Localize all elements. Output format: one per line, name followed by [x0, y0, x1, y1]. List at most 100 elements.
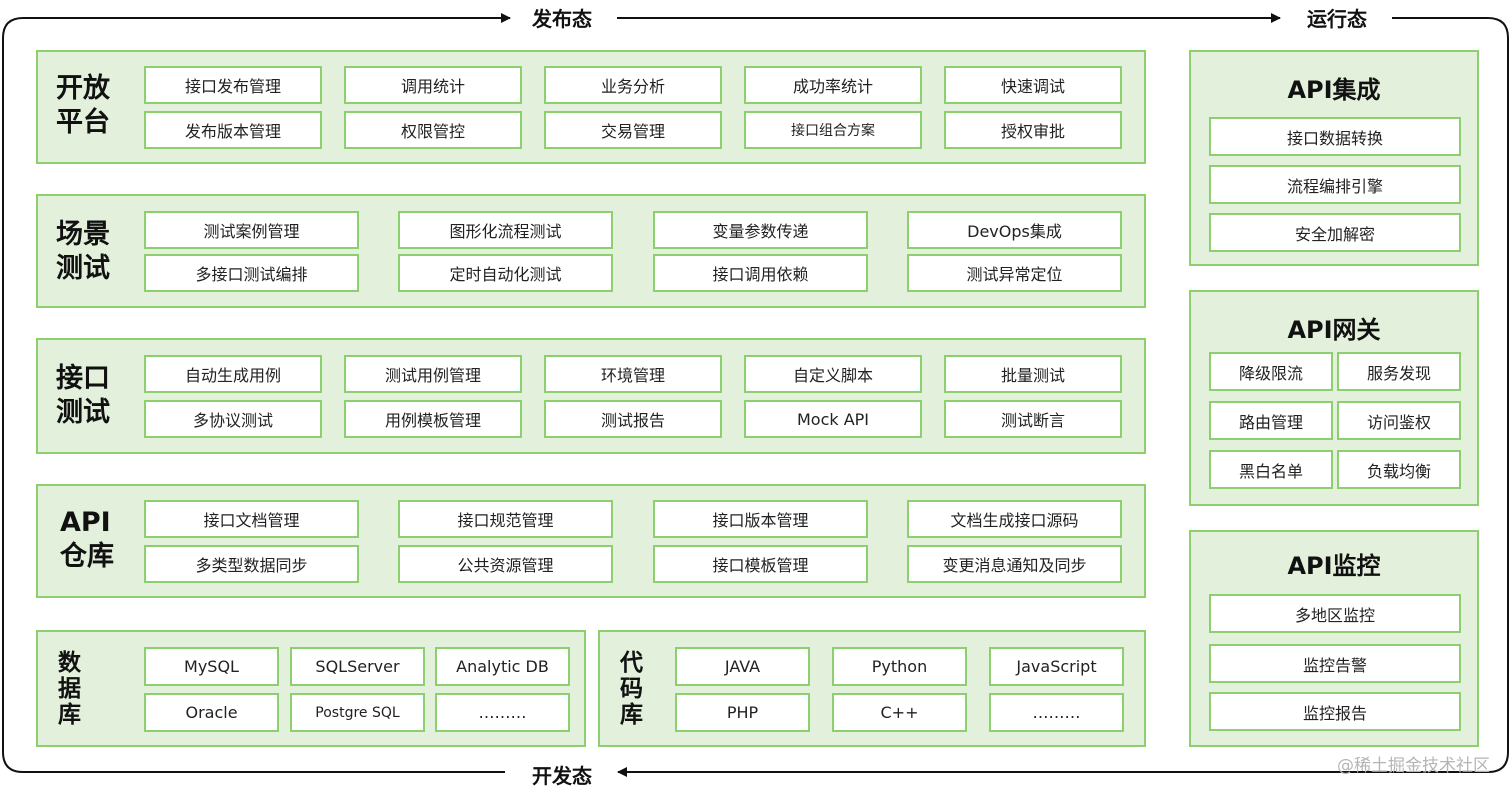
section-title-char: 据 [58, 676, 81, 702]
section-title: API监控 [1287, 552, 1381, 580]
feature-box: 成功率统计 [744, 66, 922, 104]
feature-box: 接口文档管理 [144, 500, 359, 538]
feature-box: 接口规范管理 [398, 500, 613, 538]
language-box: Python [832, 647, 967, 686]
watermark: @稀土掘金技术社区 [1337, 756, 1490, 776]
database-box: ……… [435, 693, 570, 732]
feature-box: 安全加解密 [1209, 213, 1461, 252]
language-box: PHP [675, 693, 810, 732]
section-title: 代 码 库 [620, 650, 643, 728]
feature-box: 公共资源管理 [398, 545, 613, 583]
section-title-char: 码 [620, 676, 643, 702]
feature-box: 授权审批 [944, 111, 1122, 149]
section-scenario-test: 场景 测试 测试案例管理 图形化流程测试 变量参数传递 DevOps集成 多接口… [36, 194, 1146, 308]
feature-box: 服务发现 [1337, 352, 1461, 391]
feature-box: Mock API [744, 400, 922, 438]
section-api-integration: API集成 接口数据转换 流程编排引擎 安全加解密 [1189, 50, 1479, 266]
section-title: 数 据 库 [58, 650, 81, 728]
section-title: API 仓库 [60, 506, 114, 574]
language-box: JavaScript [989, 647, 1124, 686]
feature-box: 多地区监控 [1209, 594, 1461, 633]
feature-box: 接口版本管理 [653, 500, 868, 538]
feature-box: 测试异常定位 [907, 254, 1122, 292]
feature-box: 自动生成用例 [144, 355, 322, 393]
section-title-line-1: 接口 [56, 363, 110, 394]
feature-box: 批量测试 [944, 355, 1122, 393]
database-box: SQLServer [290, 647, 425, 686]
feature-box: 黑白名单 [1209, 450, 1333, 489]
section-title-line-2: 测试 [56, 397, 110, 428]
feature-box: DevOps集成 [907, 211, 1122, 249]
section-title: API集成 [1287, 76, 1381, 104]
section-title: API网关 [1287, 316, 1381, 344]
feature-box: 接口模板管理 [653, 545, 868, 583]
section-interface-test: 接口 测试 自动生成用例 测试用例管理 环境管理 自定义脚本 批量测试 多协议测… [36, 338, 1146, 454]
flow-line-left [2, 50, 505, 773]
section-title-line-2: 平台 [56, 107, 110, 138]
feature-box: 监控报告 [1209, 692, 1461, 731]
runtime-state-label: 运行态 [1290, 5, 1384, 33]
database-box: MySQL [144, 647, 279, 686]
feature-box: 快速调试 [944, 66, 1122, 104]
section-title: 开放 平台 [56, 72, 110, 140]
feature-box: 环境管理 [544, 355, 722, 393]
section-title-char: 库 [58, 702, 81, 728]
section-api-monitor: API监控 多地区监控 监控告警 监控报告 [1189, 530, 1479, 747]
feature-box: 业务分析 [544, 66, 722, 104]
feature-box: 文档生成接口源码 [907, 500, 1122, 538]
feature-box: 测试案例管理 [144, 211, 359, 249]
feature-box: 权限管控 [344, 111, 522, 149]
section-title-line-2: 测试 [56, 253, 110, 284]
language-box: JAVA [675, 647, 810, 686]
feature-box: 交易管理 [544, 111, 722, 149]
feature-box: 多接口测试编排 [144, 254, 359, 292]
section-title-line-2: 仓库 [60, 541, 114, 572]
section-title: 接口 测试 [56, 362, 110, 430]
database-box: Analytic DB [435, 647, 570, 686]
feature-box: 路由管理 [1209, 401, 1333, 440]
feature-box: 用例模板管理 [344, 400, 522, 438]
feature-box: 图形化流程测试 [398, 211, 613, 249]
section-code-repository: 代 码 库 JAVA Python JavaScript PHP C++ ……… [598, 630, 1146, 747]
feature-box: 调用统计 [344, 66, 522, 104]
flow-line-right [700, 17, 1509, 773]
flow-arrow-to-publish [2, 13, 511, 50]
feature-box: 接口组合方案 [744, 111, 922, 149]
language-box: C++ [832, 693, 967, 732]
section-api-repository: API 仓库 接口文档管理 接口规范管理 接口版本管理 文档生成接口源码 多类型… [36, 484, 1146, 598]
section-open-platform: 开放 平台 接口发布管理 调用统计 业务分析 成功率统计 快速调试 发布版本管理… [36, 50, 1146, 164]
section-title-char: 数 [58, 650, 81, 676]
section-title-line-1: 开放 [56, 73, 110, 104]
feature-box: 接口数据转换 [1209, 117, 1461, 156]
section-title-char: 库 [620, 702, 643, 728]
section-title-line-1: API [60, 507, 111, 538]
feature-box: 接口调用依赖 [653, 254, 868, 292]
feature-box: 测试断言 [944, 400, 1122, 438]
section-title: 场景 测试 [56, 218, 110, 286]
feature-box: 接口发布管理 [144, 66, 322, 104]
feature-box: 多协议测试 [144, 400, 322, 438]
feature-box: 降级限流 [1209, 352, 1333, 391]
database-box: Postgre SQL [290, 693, 425, 732]
feature-box: 定时自动化测试 [398, 254, 613, 292]
database-box: Oracle [144, 693, 279, 732]
publish-state-label: 发布态 [518, 5, 606, 33]
feature-box: 访问鉴权 [1337, 401, 1461, 440]
feature-box: 监控告警 [1209, 644, 1461, 683]
develop-state-label: 开发态 [518, 762, 606, 790]
feature-box: 发布版本管理 [144, 111, 322, 149]
language-box: ……… [989, 693, 1124, 732]
feature-box: 测试报告 [544, 400, 722, 438]
feature-box: 负载均衡 [1337, 450, 1461, 489]
feature-box: 流程编排引擎 [1209, 165, 1461, 204]
feature-box: 自定义脚本 [744, 355, 922, 393]
section-database: 数 据 库 MySQL SQLServer Analytic DB Oracle… [36, 630, 586, 747]
section-api-gateway: API网关 降级限流 服务发现 路由管理 访问鉴权 黑白名单 负载均衡 [1189, 290, 1479, 506]
section-title-char: 代 [620, 650, 643, 676]
feature-box: 变更消息通知及同步 [907, 545, 1122, 583]
section-title-line-1: 场景 [56, 219, 110, 250]
feature-box: 变量参数传递 [653, 211, 868, 249]
feature-box: 测试用例管理 [344, 355, 522, 393]
feature-box: 多类型数据同步 [144, 545, 359, 583]
